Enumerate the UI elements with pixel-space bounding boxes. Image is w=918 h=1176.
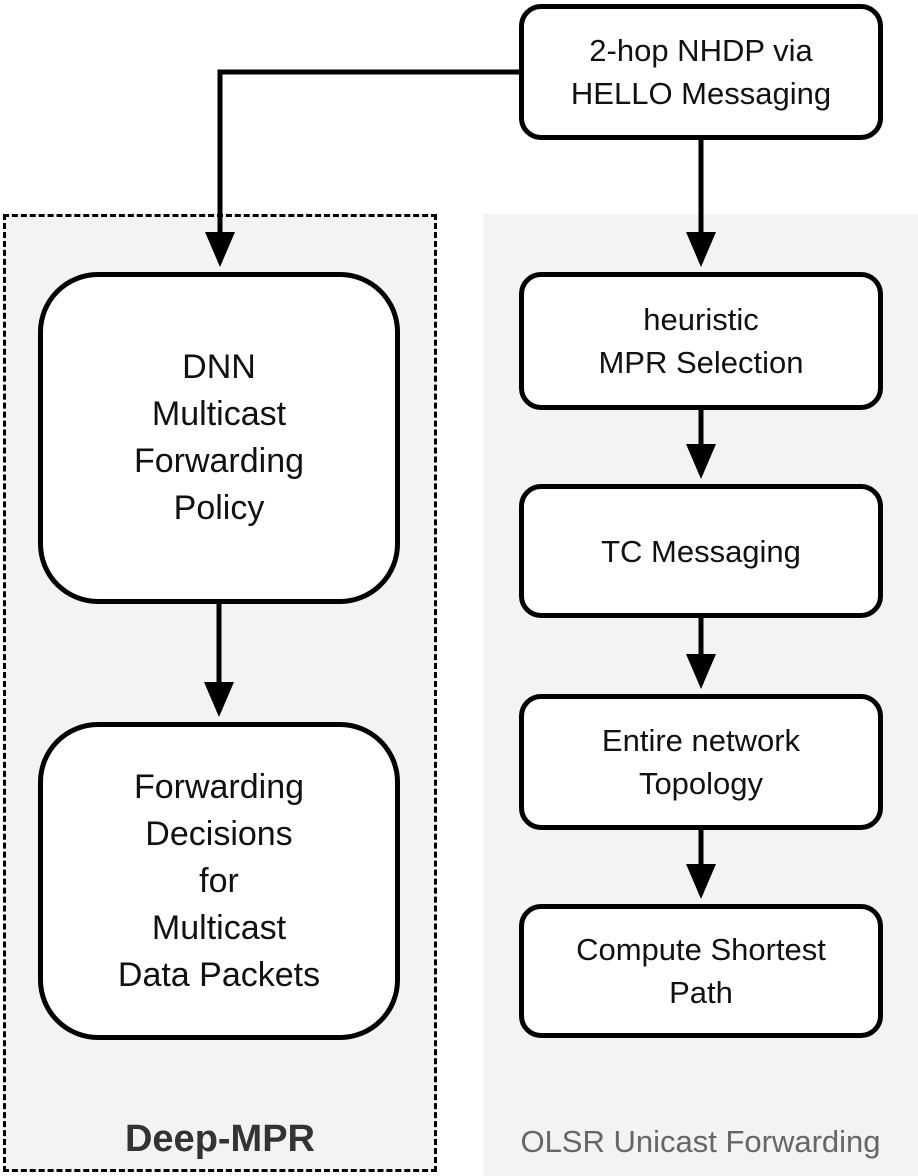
network-topology-node: Entire network Topology [519, 694, 883, 830]
hello-messaging-node: 2-hop NHDP via HELLO Messaging [519, 4, 883, 140]
dnn-forwarding-policy-node: DNN Multicast Forwarding Policy [38, 272, 400, 604]
mpr-selection-node: heuristic MPR Selection [519, 272, 883, 410]
shortest-path-node: Compute Shortest Path [519, 904, 883, 1038]
forwarding-decisions-node: Forwarding Decisions for Multicast Data … [38, 722, 400, 1040]
arrow-hello-to-dnn [205, 69, 519, 267]
tc-messaging-node: TC Messaging [519, 484, 883, 618]
deep-mpr-label: Deep-MPR [124, 1118, 316, 1160]
olsr-label: OLSR Unicast Forwarding [520, 1124, 881, 1159]
